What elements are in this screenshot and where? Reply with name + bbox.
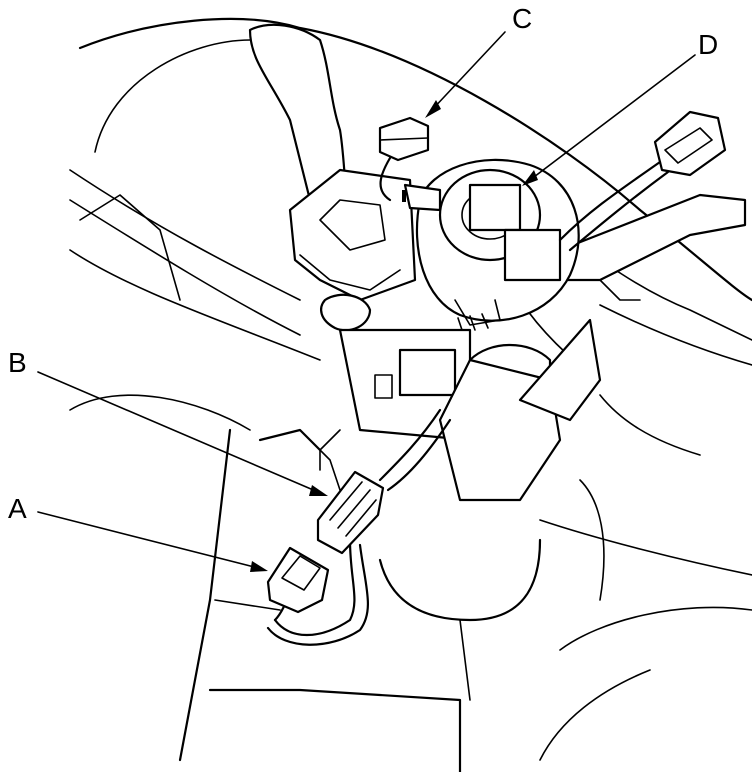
wiper-stalk <box>558 193 747 301</box>
connector-d-harness <box>558 110 727 252</box>
label-b: B <box>8 347 27 378</box>
clockspring-assembly <box>402 158 580 331</box>
label-d: D <box>698 29 718 60</box>
label-a: A <box>8 493 27 524</box>
connector-b <box>316 470 385 555</box>
column-cover <box>178 428 542 772</box>
connector-c <box>378 116 430 202</box>
callout-labels: C D B A <box>8 3 718 524</box>
steering-shaft <box>438 318 602 502</box>
callout-leaders <box>37 31 696 572</box>
label-c: C <box>512 3 532 34</box>
connector-a <box>266 546 330 614</box>
dashboard-outline <box>69 17 752 761</box>
wiring-harness <box>266 408 452 646</box>
